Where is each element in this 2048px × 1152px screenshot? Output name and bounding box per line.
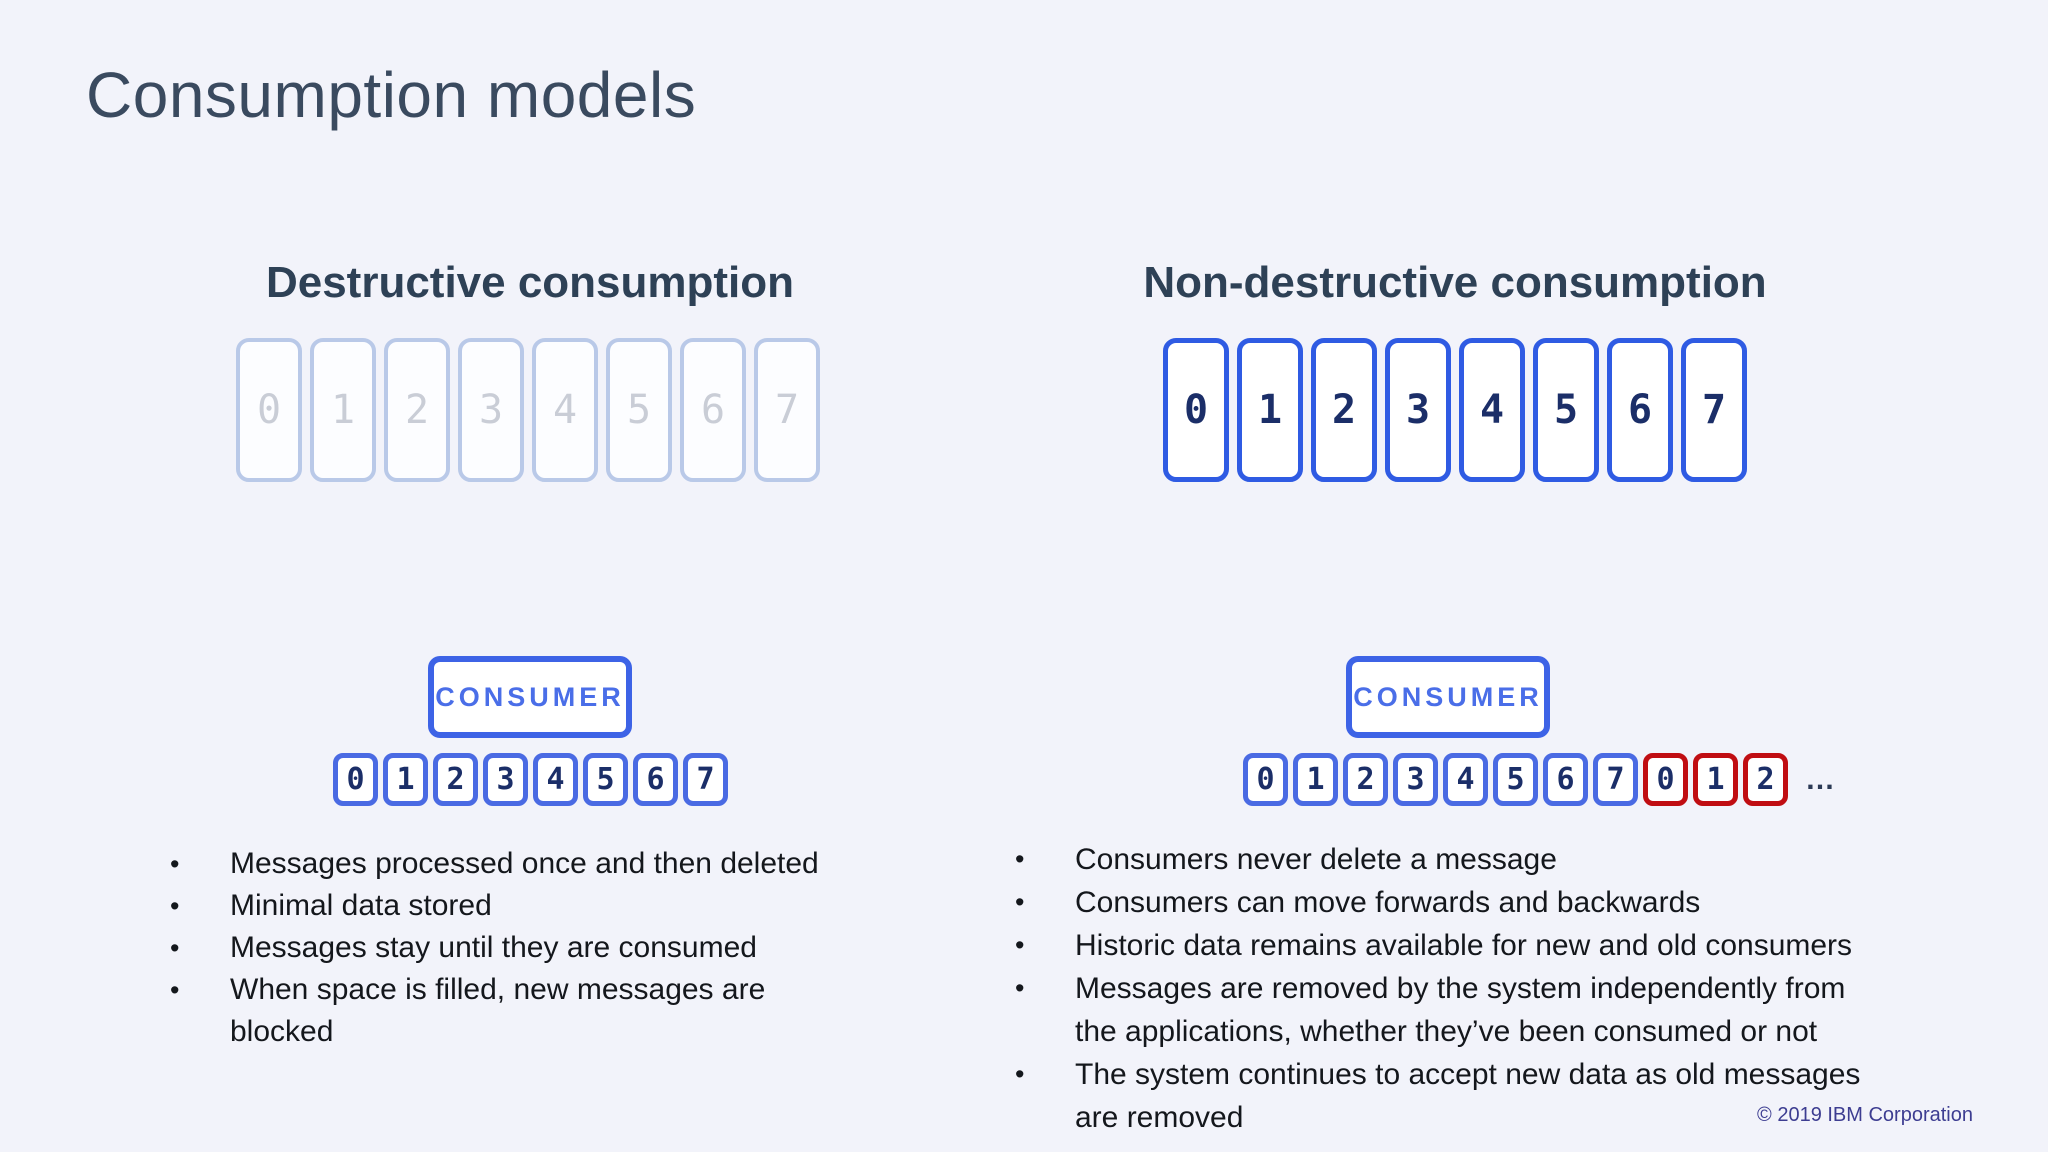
destructive-consumer-offsets: 0 1 2 3 4 5 6 7 bbox=[333, 753, 728, 806]
partition-cell: 5 bbox=[1533, 338, 1599, 482]
non-destructive-partition-row: 0 1 2 3 4 5 6 7 bbox=[1163, 338, 1747, 482]
bullet-item: Consumers never delete a message bbox=[1013, 838, 1983, 881]
offset-cell: 4 bbox=[533, 753, 578, 806]
offset-cell: 4 bbox=[1443, 753, 1488, 806]
offset-cell: 3 bbox=[483, 753, 528, 806]
offset-cell: 1 bbox=[383, 753, 428, 806]
consumer-label: CONSUMER bbox=[435, 681, 625, 712]
consumer-label: CONSUMER bbox=[1353, 681, 1543, 712]
partition-cell: 5 bbox=[606, 338, 672, 482]
offset-cell-wrapped: 1 bbox=[1693, 753, 1738, 806]
partition-cell: 2 bbox=[1311, 338, 1377, 482]
offset-cell-wrapped: 2 bbox=[1743, 753, 1788, 806]
partition-cell: 0 bbox=[1163, 338, 1229, 482]
offset-cell: 0 bbox=[1243, 753, 1288, 806]
partition-cell: 1 bbox=[310, 338, 376, 482]
offset-cell: 1 bbox=[1293, 753, 1338, 806]
offset-cell: 5 bbox=[1493, 753, 1538, 806]
consumer-box: CONSUMER bbox=[428, 656, 632, 738]
bullet-item: Historic data remains available for new … bbox=[1013, 924, 1983, 967]
offset-cell-wrapped: 0 bbox=[1643, 753, 1688, 806]
partition-cell: 0 bbox=[236, 338, 302, 482]
partition-cell: 3 bbox=[458, 338, 524, 482]
non-destructive-consumer-offsets: 0 1 2 3 4 5 6 7 0 1 2 … bbox=[1243, 753, 1835, 806]
non-destructive-heading: Non-destructive consumption bbox=[1143, 258, 1767, 307]
bullet-item: When space is filled, new messages are b… bbox=[168, 969, 938, 1053]
offset-cell: 0 bbox=[333, 753, 378, 806]
partition-cell: 4 bbox=[1459, 338, 1525, 482]
partition-cell: 6 bbox=[1607, 338, 1673, 482]
destructive-partition-row: 0 1 2 3 4 5 6 7 bbox=[236, 338, 820, 482]
bullet-item: Messages are removed by the system indep… bbox=[1013, 967, 1983, 1053]
offset-cell: 5 bbox=[583, 753, 628, 806]
offset-cell: 6 bbox=[633, 753, 678, 806]
continuation-ellipsis: … bbox=[1805, 762, 1835, 796]
partition-cell: 2 bbox=[384, 338, 450, 482]
partition-cell: 6 bbox=[680, 338, 746, 482]
offset-cell: 3 bbox=[1393, 753, 1438, 806]
bullet-item: Minimal data stored bbox=[168, 885, 938, 927]
offset-cell: 7 bbox=[1593, 753, 1638, 806]
offset-cell: 7 bbox=[683, 753, 728, 806]
page-title: Consumption models bbox=[86, 59, 697, 131]
partition-cell: 7 bbox=[754, 338, 820, 482]
partition-cell: 3 bbox=[1385, 338, 1451, 482]
offset-cell: 2 bbox=[1343, 753, 1388, 806]
partition-cell: 1 bbox=[1237, 338, 1303, 482]
bullet-item: Messages processed once and then deleted bbox=[168, 843, 938, 885]
offset-cell: 2 bbox=[433, 753, 478, 806]
offset-cell: 6 bbox=[1543, 753, 1588, 806]
destructive-heading: Destructive consumption bbox=[265, 258, 795, 307]
bullet-item: The system continues to accept new data … bbox=[1013, 1053, 1983, 1139]
partition-cell: 7 bbox=[1681, 338, 1747, 482]
partition-cell: 4 bbox=[532, 338, 598, 482]
bullet-item: Messages stay until they are consumed bbox=[168, 927, 938, 969]
destructive-bullet-list: Messages processed once and then deleted… bbox=[168, 843, 938, 1053]
non-destructive-bullet-list: Consumers never delete a message Consume… bbox=[1013, 838, 1983, 1139]
bullet-item: Consumers can move forwards and backward… bbox=[1013, 881, 1983, 924]
consumer-box: CONSUMER bbox=[1346, 656, 1550, 738]
copyright-notice: © 2019 IBM Corporation bbox=[1757, 1104, 1973, 1126]
